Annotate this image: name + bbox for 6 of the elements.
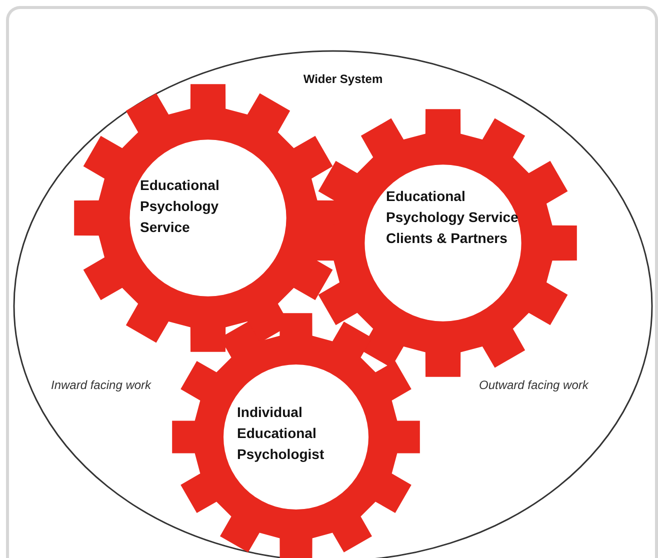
gear-label: Educational Psychology Service Clients & Partners bbox=[386, 187, 520, 248]
side-note: Inward facing work bbox=[51, 377, 152, 393]
side-note: Outward facing work bbox=[479, 377, 590, 393]
gear-label: Individual Educational Psychologist bbox=[237, 403, 326, 464]
gear-label: Educational Psychology Service bbox=[140, 176, 220, 237]
system-title: Wider System bbox=[302, 72, 384, 86]
